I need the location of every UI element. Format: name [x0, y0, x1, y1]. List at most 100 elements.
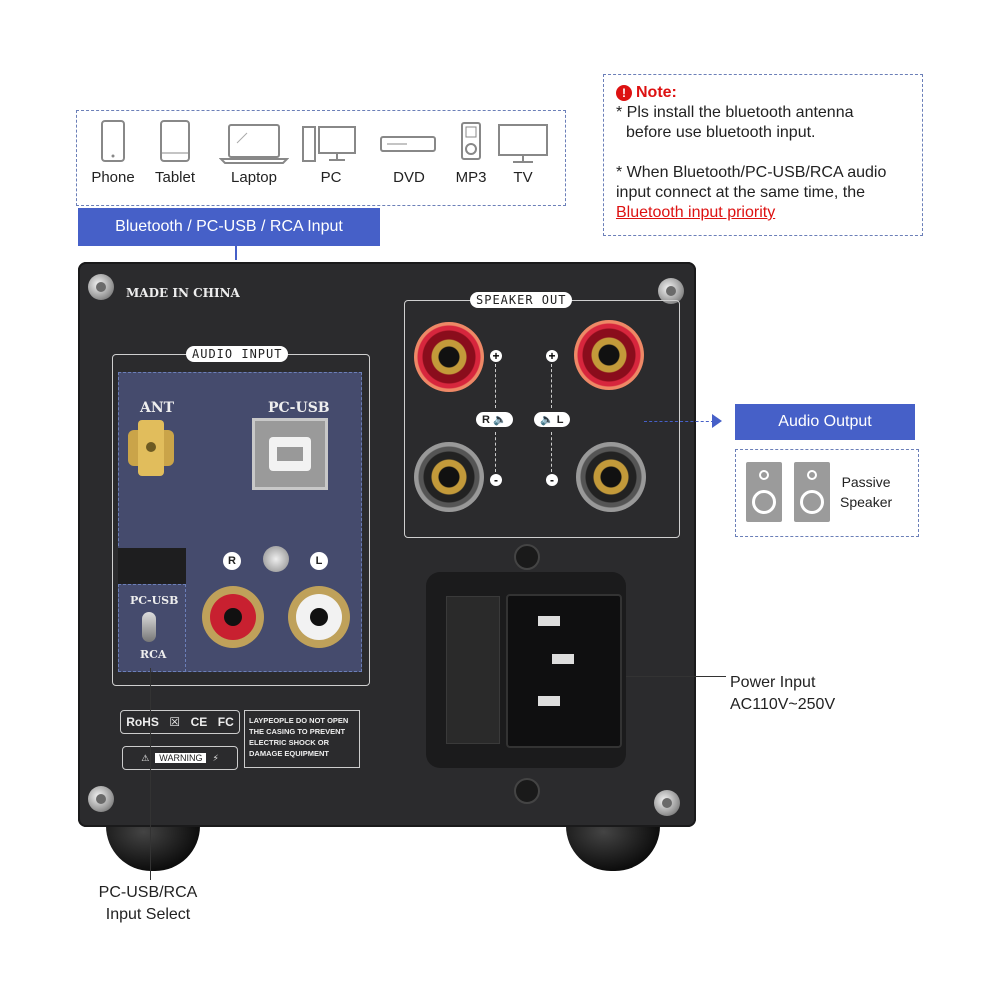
left-positive-terminal[interactable] — [574, 320, 644, 390]
caution-line: LAYPEOPLE DO NOT OPEN — [249, 716, 349, 725]
left-negative-terminal[interactable] — [576, 442, 646, 512]
plus-sign: + — [490, 350, 502, 362]
tv-icon — [498, 124, 548, 163]
source-devices-box: Phone Tablet Laptop PC DVD MP3 TV — [76, 110, 566, 206]
device-pc: PC — [299, 119, 363, 186]
ce-mark: CE — [190, 715, 208, 729]
rca-l-badge: L — [310, 552, 328, 570]
passive-speaker-label: Passive Speaker — [840, 472, 892, 512]
rca-right-jack[interactable] — [202, 586, 264, 648]
speaker-icon: 🔈 — [493, 414, 507, 426]
switch-bottom-label: RCA — [140, 648, 167, 661]
fuse-holder — [446, 596, 500, 744]
note-line: * When Bluetooth/PC-USB/RCA audio — [616, 164, 887, 181]
audio-output-tag: Audio Output — [735, 404, 915, 440]
device-tablet: Tablet — [143, 119, 207, 186]
power-inlet-socket[interactable] — [506, 594, 622, 748]
warning-icon: ! — [616, 85, 632, 101]
device-label: Phone — [91, 169, 135, 186]
audio-input-title: AUDIO INPUT — [186, 346, 289, 362]
weee-bin-icon: ☒ — [169, 715, 181, 729]
divider — [551, 364, 553, 408]
divider — [495, 432, 497, 472]
laptop-icon — [219, 124, 289, 164]
right-channel-badge: R 🔈 — [476, 412, 513, 427]
speaker-label-line: Passive — [841, 474, 891, 490]
screw-icon — [654, 790, 680, 816]
note-line: * Pls install the bluetooth antenna — [616, 104, 854, 121]
screw-icon — [658, 278, 684, 304]
device-dvd: DVD — [377, 119, 441, 186]
power-inlet-housing — [426, 572, 626, 768]
divider — [495, 364, 497, 408]
right-positive-terminal[interactable] — [414, 322, 484, 392]
antenna-connector-icon[interactable] — [128, 420, 174, 476]
speaker-icon — [746, 462, 782, 522]
shock-icon: ⚡ — [212, 752, 219, 763]
phone-icon — [101, 120, 125, 162]
warning-triangle-icon: ⚠ — [141, 752, 150, 763]
note-priority: Bluetooth input priority — [616, 204, 776, 221]
device-label: DVD — [393, 169, 425, 186]
device-label: MP3 — [455, 169, 487, 186]
caution-box: LAYPEOPLE DO NOT OPEN THE CASING TO PREV… — [244, 710, 360, 768]
note-line: input connect at the same time, the — [616, 184, 866, 201]
device-label: Laptop — [231, 169, 277, 186]
warning-label: ⚠ WARNING ⚡ — [122, 746, 238, 770]
power-label-line: Power Input — [730, 674, 816, 691]
speaker-icon: 🔈 — [540, 414, 554, 426]
device-mp3: MP3 — [439, 119, 503, 186]
passive-speaker-box: Passive Speaker — [735, 449, 919, 537]
caution-line: DAMAGE EQUIPMENT — [249, 749, 330, 758]
switch-top-label: PC-USB — [130, 594, 179, 607]
select-label-line: Input Select — [105, 906, 191, 923]
minus-sign: - — [546, 474, 558, 486]
device-tv: TV — [491, 119, 555, 186]
device-laptop: Laptop — [219, 119, 289, 186]
fc-mark: FC — [217, 715, 234, 729]
screw-icon — [514, 778, 540, 804]
device-label: PC — [320, 169, 342, 186]
label-plate — [118, 548, 186, 584]
device-label: TV — [513, 169, 533, 186]
note-box: !Note: * Pls install the bluetooth anten… — [603, 74, 923, 236]
arrow-right-icon — [712, 414, 722, 428]
input-select-label: PC-USB/RCA Input Select — [88, 882, 208, 926]
minus-sign: - — [490, 474, 502, 486]
screw-icon — [88, 274, 114, 300]
caution-line: THE CASING TO PREVENT — [249, 727, 346, 736]
divider — [551, 432, 553, 472]
power-label-line: AC110V~250V — [730, 696, 836, 713]
right-negative-terminal[interactable] — [414, 442, 484, 512]
mp3-icon — [461, 122, 481, 160]
right-channel-label: R — [482, 414, 490, 426]
ant-label: ANT — [140, 400, 175, 416]
screw-icon — [514, 544, 540, 570]
speaker-out-title: SPEAKER OUT — [470, 292, 573, 308]
select-label-line: PC-USB/RCA — [98, 884, 198, 901]
amplifier-back-panel: MADE IN CHINA AUDIO INPUT ANT PC-USB R L… — [78, 262, 696, 827]
input-arrow — [235, 246, 237, 260]
usb-b-port[interactable] — [252, 418, 328, 490]
compliance-marks: RoHS ☒ CE FC — [120, 710, 240, 734]
power-input-label: Power Input AC110V~250V — [730, 672, 835, 716]
rohs-mark: RoHS — [126, 715, 159, 729]
left-channel-label: L — [556, 414, 564, 426]
select-leader — [150, 668, 151, 880]
screw-icon — [88, 786, 114, 812]
warning-text: WARNING — [155, 753, 207, 763]
input-select-switch[interactable] — [142, 612, 156, 642]
note-title: Note: — [636, 84, 677, 101]
left-channel-badge: 🔈 L — [534, 412, 570, 427]
caution-line: ELECTRIC SHOCK OR — [249, 738, 330, 747]
screw-icon — [263, 546, 289, 572]
rca-left-jack[interactable] — [288, 586, 350, 648]
plus-sign: + — [546, 350, 558, 362]
dvd-icon — [380, 136, 436, 152]
pc-usb-label: PC-USB — [268, 400, 330, 416]
power-leader — [626, 676, 726, 677]
pc-icon — [302, 126, 356, 162]
output-leader — [644, 421, 714, 423]
note-title-row: !Note: — [616, 83, 922, 103]
speaker-label-line: Speaker — [840, 494, 893, 510]
